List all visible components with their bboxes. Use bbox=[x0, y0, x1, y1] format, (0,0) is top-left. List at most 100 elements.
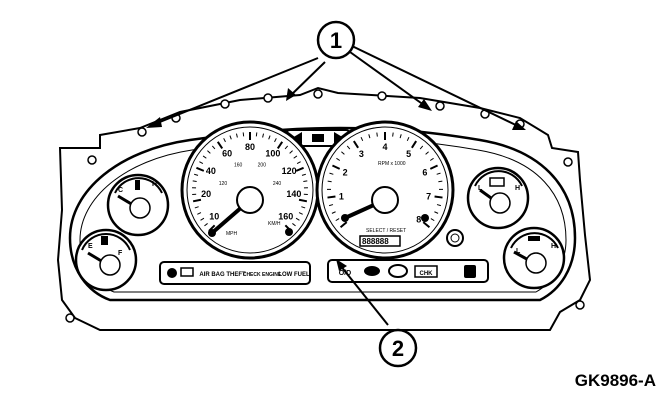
temp-icon bbox=[135, 180, 140, 190]
tachometer-label: 6 bbox=[422, 167, 427, 177]
speedometer-tick bbox=[229, 135, 232, 140]
tachometer-tick bbox=[360, 136, 364, 142]
speedometer-tick bbox=[295, 166, 304, 172]
tachometer-tick bbox=[425, 151, 429, 155]
odometer-display bbox=[359, 235, 401, 247]
speedometer-tick bbox=[274, 138, 277, 143]
speedometer-tick bbox=[211, 145, 216, 150]
speedometer-tick bbox=[202, 155, 207, 159]
speedometer-tick bbox=[301, 206, 306, 209]
tachometer-label: 2 bbox=[343, 167, 348, 177]
temperature-gauge: C H bbox=[106, 173, 170, 237]
speedometer-tick bbox=[284, 145, 289, 150]
tachometer-ticks bbox=[326, 132, 444, 229]
speedometer-kmh-label: 160 bbox=[234, 163, 243, 169]
speedometer-tick bbox=[192, 180, 197, 183]
speedometer-tick bbox=[292, 223, 296, 227]
warning-label-left: THEFT bbox=[226, 272, 246, 278]
fuel-pump-icon bbox=[101, 236, 108, 245]
speedometer-kmh-label: 200 bbox=[258, 163, 267, 169]
reset-knob bbox=[446, 229, 464, 247]
speedometer-tick bbox=[216, 141, 224, 149]
fuel-high-label: F bbox=[118, 250, 123, 257]
speedometer-major-label: 80 bbox=[245, 142, 255, 152]
tachometer-tick bbox=[422, 221, 431, 229]
speedometer-tick bbox=[207, 150, 211, 154]
tachometer-tick bbox=[430, 218, 435, 222]
callout-2-label: 2 bbox=[392, 336, 404, 361]
tachometer-tick bbox=[399, 134, 402, 139]
tachometer-unit: RPM x 1000 bbox=[378, 161, 406, 167]
tachometer-tick bbox=[352, 140, 359, 149]
speedometer-tick bbox=[200, 217, 205, 221]
speedometer-tick bbox=[296, 161, 301, 165]
odometer-value: 888888 bbox=[362, 237, 389, 246]
tachometer-tick bbox=[411, 140, 418, 149]
speedometer-tick bbox=[204, 223, 208, 227]
warning-label-left: CHECK ENGINE bbox=[243, 272, 282, 278]
voltage-high-label: H bbox=[515, 185, 520, 192]
speedometer-tick bbox=[298, 212, 303, 215]
tachometer-tick bbox=[438, 180, 443, 183]
speedometer-tick bbox=[223, 138, 226, 143]
voltage-low-label: L bbox=[478, 185, 483, 192]
check-engine-icon bbox=[414, 265, 438, 278]
callout-1-leaders bbox=[149, 45, 523, 129]
engine-icon bbox=[388, 264, 408, 278]
speedometer-tick bbox=[301, 173, 306, 176]
callout-2: 2 bbox=[378, 328, 418, 368]
seatbelt-icon bbox=[167, 268, 177, 278]
speedometer-tick bbox=[196, 166, 205, 172]
oil-low-label: L bbox=[516, 248, 521, 255]
tachometer-label: 1 bbox=[339, 192, 344, 202]
tachometer-tick bbox=[329, 172, 334, 175]
oil-high-label: H bbox=[551, 243, 556, 250]
speedometer-tick bbox=[298, 198, 308, 203]
speedometer-tick bbox=[192, 198, 202, 203]
tachometer-tick bbox=[336, 157, 341, 161]
tachometer-tick bbox=[331, 211, 336, 214]
tachometer-tick bbox=[436, 204, 441, 207]
tachometer-label: 8 bbox=[416, 214, 421, 224]
speedometer-tick bbox=[276, 141, 284, 149]
tachometer-tick bbox=[434, 195, 443, 199]
speedometer-tick bbox=[194, 206, 199, 209]
tachometer-tick bbox=[327, 195, 336, 199]
tachometer-tick bbox=[429, 164, 438, 170]
speedometer-major-label: 40 bbox=[206, 166, 216, 176]
tachometer-label: 7 bbox=[426, 192, 431, 202]
battery-icon bbox=[489, 177, 505, 187]
speedometer-tick bbox=[303, 180, 308, 183]
tachometer-tick bbox=[434, 211, 439, 214]
fuel-low-label: E bbox=[88, 243, 93, 250]
warning-label-left: AIR BAG bbox=[199, 272, 225, 278]
speedometer-kmh-label: 240 bbox=[273, 181, 282, 187]
oil-pressure-gauge: L H bbox=[502, 226, 566, 290]
speedometer-major-label: 160 bbox=[278, 212, 293, 222]
select-reset-label: SELECT / RESET bbox=[366, 228, 406, 234]
speedometer-tick bbox=[262, 133, 265, 138]
tachometer-label: 3 bbox=[359, 149, 364, 159]
charging-icon bbox=[180, 267, 194, 277]
temp-low-label: C bbox=[118, 187, 123, 194]
oil-can-icon bbox=[528, 236, 540, 241]
speedometer-major-label: 140 bbox=[286, 189, 301, 199]
speedometer-tick bbox=[295, 217, 300, 221]
callout-1-arrowheads bbox=[146, 88, 526, 130]
speedometer-kmh-label: 120 bbox=[219, 181, 228, 187]
tachometer-tick bbox=[392, 132, 394, 137]
speedometer-tick bbox=[197, 212, 202, 215]
warning-label-left: LOW FUEL bbox=[278, 272, 310, 278]
speedometer-tick bbox=[293, 155, 298, 159]
tachometer-tick bbox=[436, 172, 441, 175]
callout-1-label: 1 bbox=[330, 28, 342, 53]
cluster-lens-inner bbox=[79, 137, 567, 293]
tachometer-tick bbox=[329, 204, 334, 207]
tachometer-tick bbox=[406, 136, 410, 142]
tachometer-tick bbox=[339, 221, 348, 229]
speedometer-tick bbox=[268, 135, 271, 140]
